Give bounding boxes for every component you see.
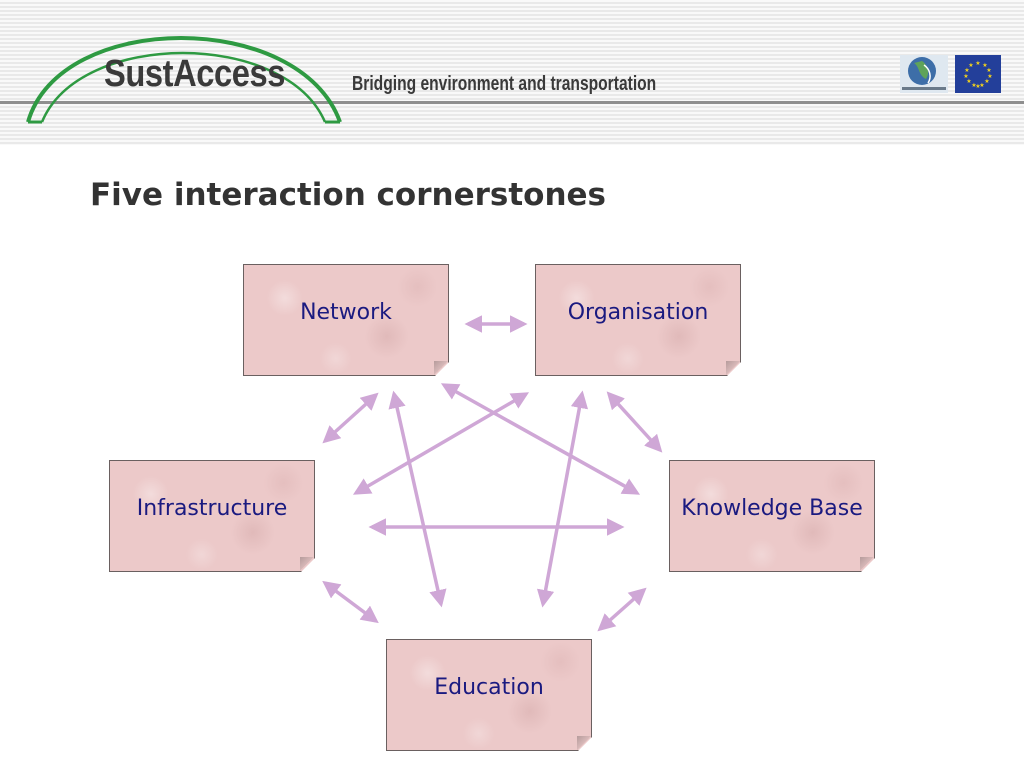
node-label: Infrastructure bbox=[136, 496, 288, 521]
arrow-organisation-education bbox=[536, 390, 589, 608]
node-organisation: Organisation bbox=[535, 264, 741, 376]
slide-header: SustAccess Bridging environment and tran… bbox=[0, 0, 1024, 145]
arrow-infrastructure-education bbox=[322, 580, 379, 624]
svg-text:★: ★ bbox=[975, 83, 980, 90]
node-label: Knowledge Base bbox=[681, 496, 863, 521]
arrow-organisation-knowledge-base bbox=[606, 391, 663, 453]
svg-text:★: ★ bbox=[979, 82, 984, 89]
svg-text:★: ★ bbox=[971, 82, 976, 89]
arrow-network-knowledge-base bbox=[440, 383, 641, 495]
sustaccess-bridge-logo-icon bbox=[26, 36, 342, 124]
arrow-organisation-infrastructure bbox=[352, 392, 530, 495]
svg-text:★: ★ bbox=[975, 60, 980, 67]
header-divider bbox=[0, 101, 1024, 104]
svg-text:★: ★ bbox=[982, 62, 987, 69]
node-label: Education bbox=[434, 675, 544, 700]
node-label: Organisation bbox=[567, 300, 709, 325]
svg-text:★: ★ bbox=[984, 78, 989, 85]
svg-text:★: ★ bbox=[987, 73, 992, 80]
svg-text:★: ★ bbox=[986, 67, 991, 74]
node-label: Network bbox=[300, 300, 392, 325]
node-knowledge-base: Knowledge Base bbox=[669, 460, 875, 572]
node-network: Network bbox=[243, 264, 449, 376]
baltic-sea-region-logo-icon bbox=[900, 55, 948, 93]
svg-text:★: ★ bbox=[968, 62, 973, 69]
slide-title: Five interaction cornerstones bbox=[90, 177, 607, 213]
arrow-network-education bbox=[388, 390, 447, 608]
eu-flag-icon: ★ ★ ★ ★ ★ ★ ★ ★ ★ ★ ★ ★ bbox=[955, 55, 1001, 93]
header-tagline: Bridging environment and transportation bbox=[352, 73, 657, 95]
node-education: Education bbox=[386, 639, 592, 751]
svg-text:★: ★ bbox=[963, 73, 968, 80]
svg-text:★: ★ bbox=[966, 78, 971, 85]
logo-text: SustAccess bbox=[104, 53, 286, 95]
arrow-knowledge-base-education bbox=[597, 587, 647, 632]
svg-text:★: ★ bbox=[964, 67, 969, 74]
arrow-network-infrastructure bbox=[322, 392, 379, 444]
node-infrastructure: Infrastructure bbox=[109, 460, 315, 572]
